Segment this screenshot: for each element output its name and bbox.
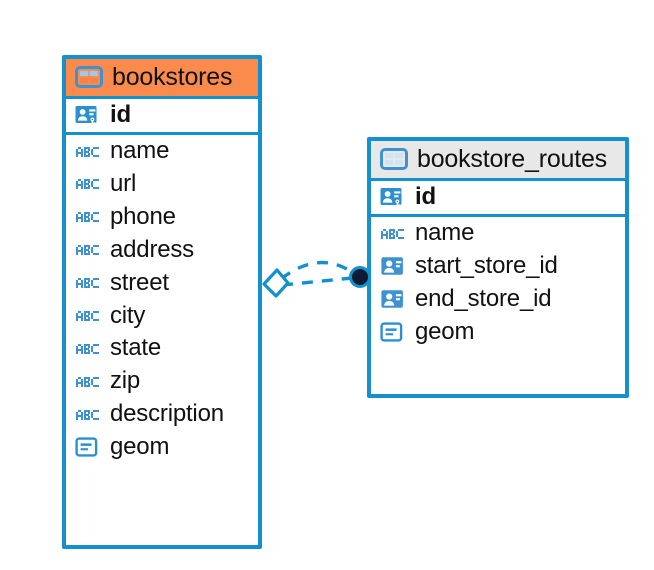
relationship-line-straight	[281, 276, 353, 287]
field-label: zip	[110, 367, 141, 395]
field-row-start-store-id[interactable]: start_store_id	[371, 250, 625, 283]
field-row-street[interactable]: street	[66, 266, 258, 300]
abc-text-icon	[75, 172, 101, 196]
field-row-geom[interactable]: geom	[371, 315, 625, 349]
field-label: end_store_id	[415, 284, 552, 312]
field-label: geom	[110, 433, 170, 460]
field-label: start_store_id	[415, 252, 558, 279]
entity-bookstores[interactable]: bookstores	[62, 55, 262, 549]
foreign-key-icon	[380, 287, 406, 311]
relationship-line-arc	[279, 260, 353, 281]
field-row-url[interactable]: url	[66, 168, 258, 201]
entity-title: bookstore_routes	[417, 145, 607, 173]
field-row-state[interactable]: state	[66, 332, 258, 366]
abc-text-icon	[75, 337, 101, 361]
field-row-id[interactable]: id	[371, 181, 625, 218]
abc-text-icon	[75, 403, 101, 427]
table-icon	[380, 147, 408, 171]
table-icon	[75, 65, 103, 89]
field-list-bookstore-routes: id	[371, 181, 625, 349]
field-label: id	[415, 183, 436, 211]
field-row-description[interactable]: description	[66, 398, 258, 431]
entity-header-bookstores[interactable]: bookstores	[66, 59, 258, 100]
field-row-name[interactable]: name	[66, 135, 258, 168]
field-label: id	[110, 101, 131, 129]
entity-bookstore-routes[interactable]: bookstore_routes	[367, 137, 629, 398]
geometry-icon	[380, 320, 406, 344]
field-label: name	[415, 219, 475, 247]
abc-text-icon	[75, 140, 101, 164]
foreign-key-icon	[380, 254, 406, 278]
abc-text-icon	[75, 304, 101, 328]
field-label: street	[110, 268, 169, 296]
abc-text-icon	[75, 271, 101, 295]
entity-title: bookstores	[112, 63, 233, 91]
abc-text-icon	[75, 370, 101, 394]
abc-text-icon	[75, 238, 101, 262]
diamond-marker[interactable]	[262, 268, 290, 298]
field-label: state	[110, 334, 162, 362]
field-row-geom[interactable]: geom	[66, 431, 258, 464]
geometry-icon	[75, 435, 101, 459]
primary-key-icon	[380, 186, 406, 210]
field-label: description	[110, 400, 224, 428]
field-label: phone	[110, 202, 176, 230]
field-row-city[interactable]: city	[66, 299, 258, 333]
field-row-end-store-id[interactable]: end_store_id	[371, 282, 625, 316]
field-list-bookstores: id	[66, 99, 258, 464]
field-label: name	[110, 137, 170, 165]
abc-text-icon	[380, 222, 406, 246]
abc-text-icon	[75, 205, 101, 229]
field-row-name[interactable]: name	[371, 217, 625, 250]
field-row-id[interactable]: id	[66, 99, 258, 136]
field-row-phone[interactable]: phone	[66, 200, 258, 234]
field-row-zip[interactable]: zip	[66, 365, 258, 399]
field-label: geom	[415, 317, 475, 345]
entity-header-bookstore-routes[interactable]: bookstore_routes	[371, 141, 625, 182]
field-label: url	[110, 170, 137, 197]
field-label: city	[110, 301, 146, 329]
field-row-address[interactable]: address	[66, 233, 258, 267]
field-label: address	[110, 235, 194, 263]
primary-key-icon	[75, 104, 101, 128]
